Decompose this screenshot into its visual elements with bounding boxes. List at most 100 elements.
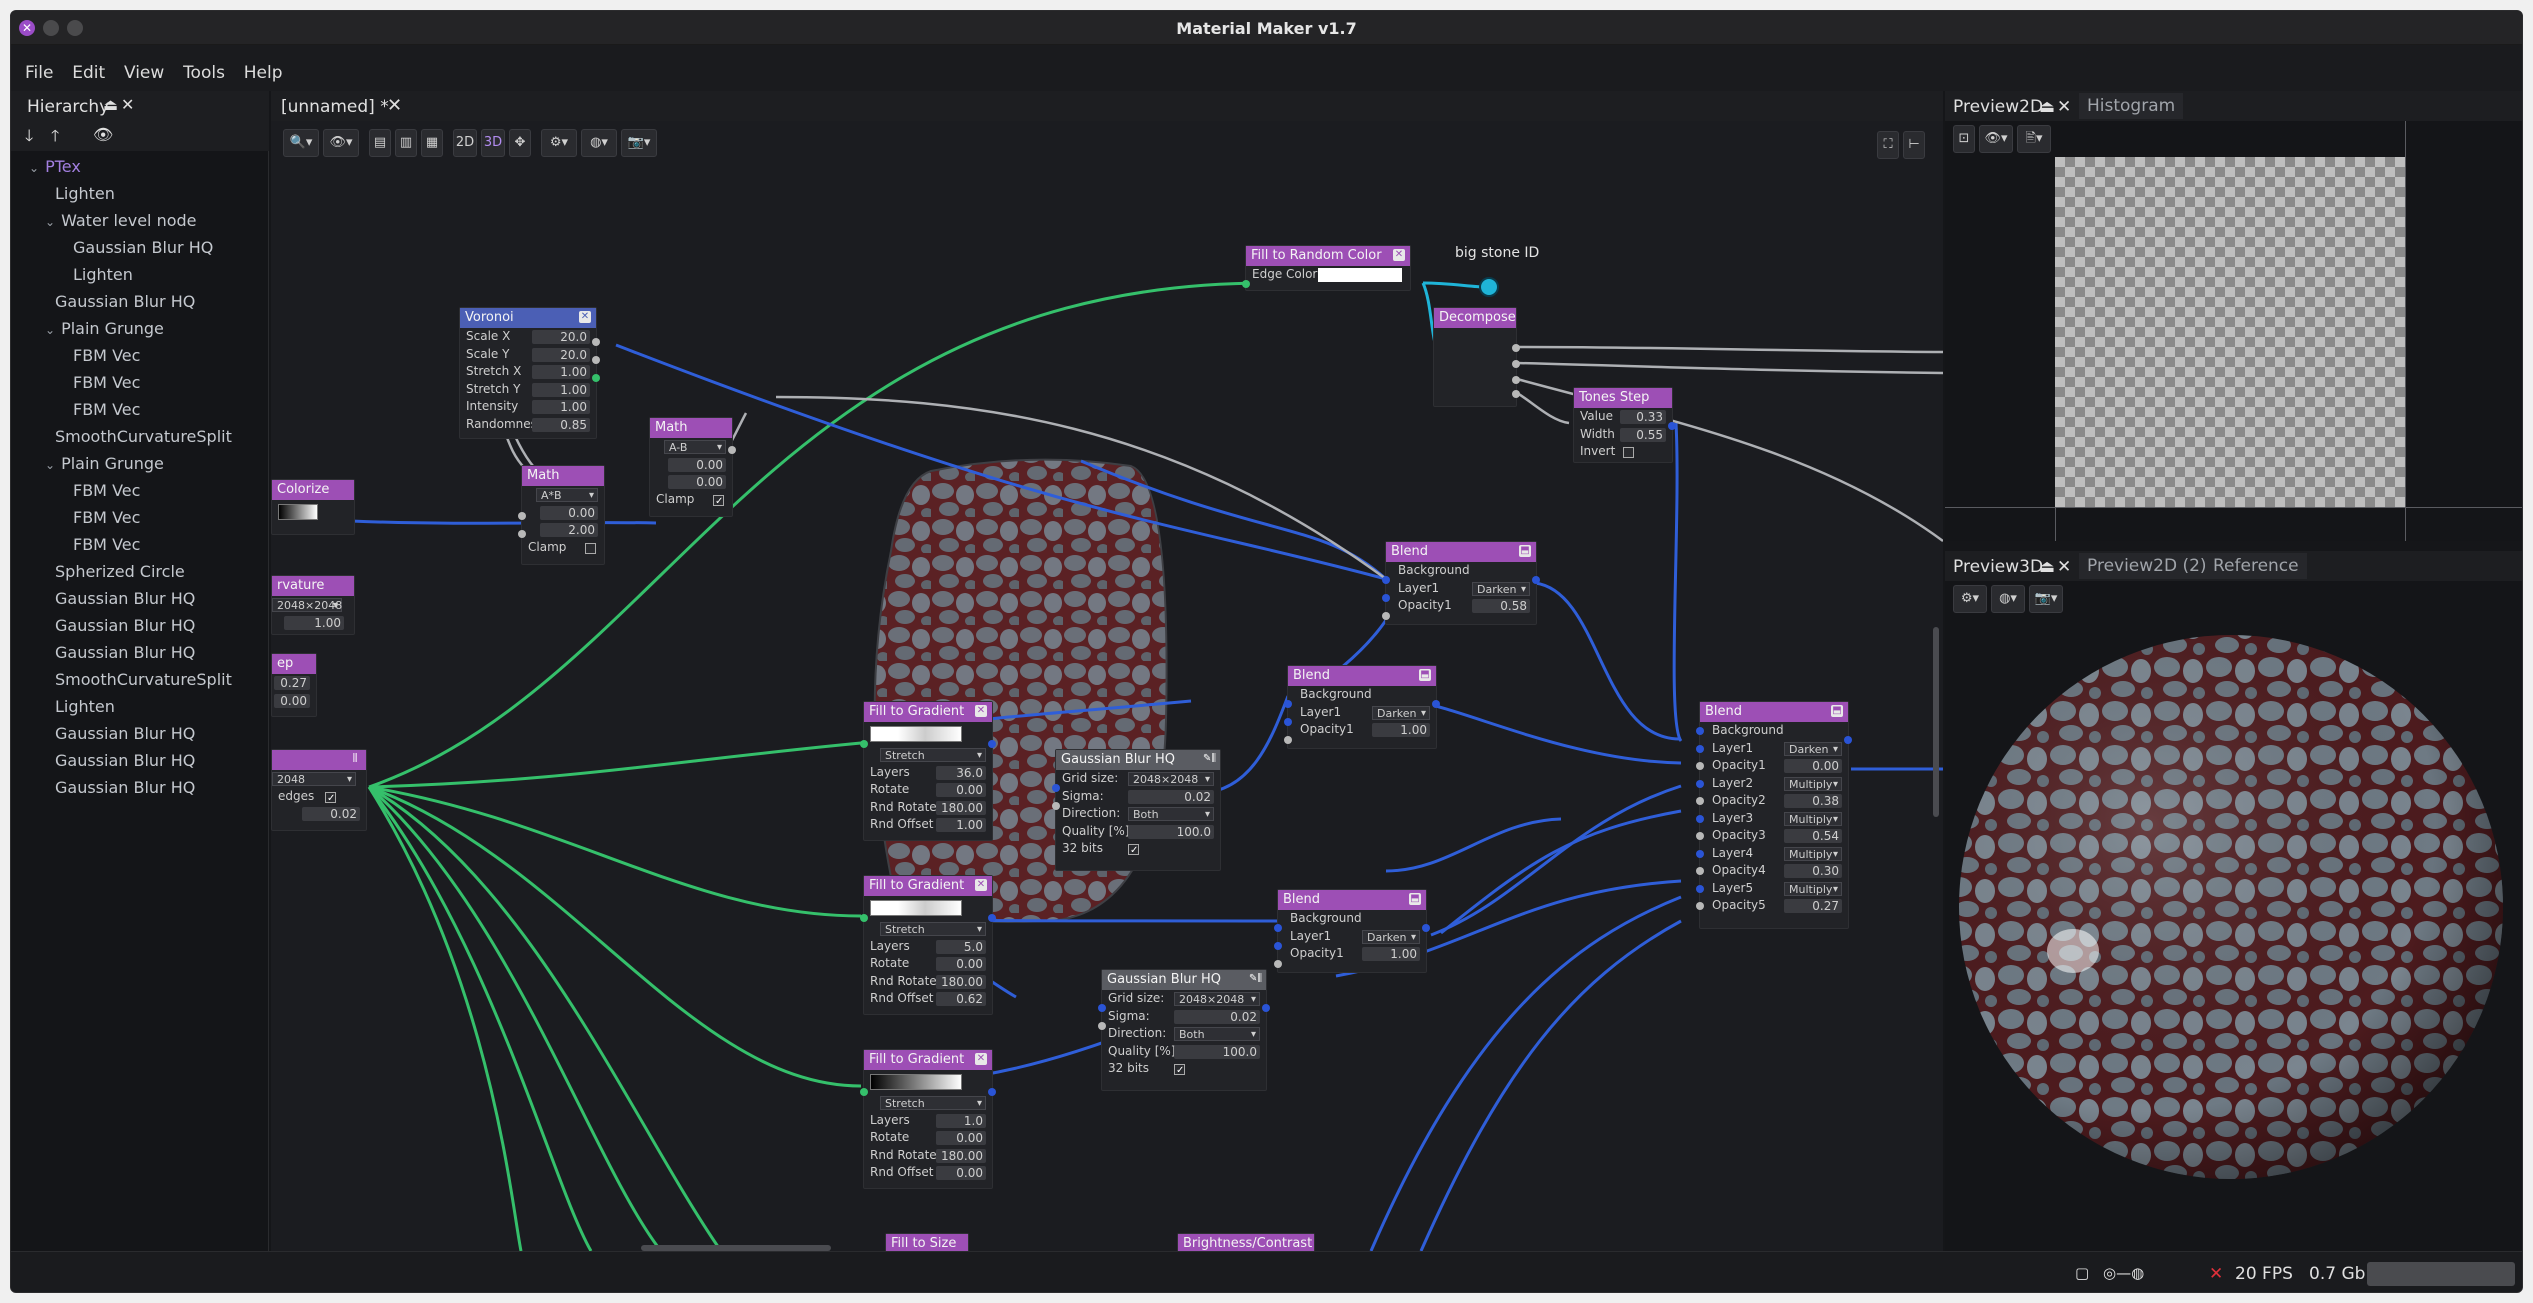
- fill-grad2-layers[interactable]: 5.0: [936, 939, 986, 954]
- tree-item[interactable]: FBM Vec: [73, 373, 140, 392]
- blend2-mode-select[interactable]: Darken: [1372, 705, 1430, 721]
- gaussian-blur-node-2[interactable]: Gaussian Blur HQ✎⫼ Grid size:2048×2048 S…: [1098, 969, 1270, 1091]
- colorize-node[interactable]: Colorize: [271, 479, 355, 535]
- chevron-down-icon[interactable]: ⌄: [45, 323, 56, 337]
- tab-reference[interactable]: Reference: [2205, 553, 2307, 579]
- tree-item[interactable]: Gaussian Blur HQ: [55, 616, 195, 635]
- edge-color-swatch[interactable]: [1318, 268, 1402, 282]
- curvature-node[interactable]: rvature 2048×2048 1.00: [271, 575, 355, 635]
- intensity-value[interactable]: 1.00: [532, 400, 590, 414]
- fill-grad1-gradient[interactable]: [870, 726, 962, 742]
- blur2-quality[interactable]: 100.0: [1174, 1044, 1260, 1059]
- blur2-sigma[interactable]: 0.02: [1174, 1009, 1260, 1024]
- partial-node[interactable]: ⫼ 2048 edges 0.02: [271, 749, 367, 831]
- mode-2d-button[interactable]: 2D: [453, 129, 477, 157]
- camera-icon[interactable]: 📷▾: [621, 129, 657, 157]
- tab-histogram[interactable]: Histogram: [2079, 93, 2184, 119]
- tree-item[interactable]: ⌄Water level node: [45, 211, 197, 230]
- move-icon[interactable]: ✥: [509, 129, 531, 157]
- input-port[interactable]: [1696, 814, 1704, 823]
- chevron-down-icon[interactable]: ⌄: [45, 458, 56, 472]
- zoom-icon[interactable]: 🔍▾: [283, 129, 319, 157]
- fill-grad3-rnd-rotate[interactable]: 180.00: [936, 1148, 986, 1163]
- menu-tools[interactable]: Tools: [183, 63, 225, 83]
- math2-clamp-checkbox[interactable]: [713, 493, 724, 510]
- blend1-opacity[interactable]: 0.58: [1472, 599, 1530, 613]
- input-port[interactable]: [1696, 762, 1704, 770]
- scale-x-value[interactable]: 20.0: [532, 330, 590, 344]
- environment-icon[interactable]: ◍▾: [1991, 585, 2025, 613]
- input-port[interactable]: [1696, 779, 1704, 788]
- tones-width[interactable]: 0.55: [1620, 427, 1666, 442]
- blend3-opacity[interactable]: 1.00: [1362, 947, 1420, 961]
- blend3-mode-select[interactable]: Darken: [1362, 929, 1420, 945]
- eject-icon[interactable]: ⏏: [103, 95, 119, 114]
- curvature-size-select[interactable]: 2048×2048: [272, 598, 342, 613]
- input-port[interactable]: [1696, 744, 1704, 753]
- minimize-window-icon[interactable]: [43, 20, 59, 36]
- eject-icon[interactable]: ⏏: [2039, 97, 2056, 117]
- close-tab-icon[interactable]: ✕: [387, 95, 403, 116]
- tree-item[interactable]: SmoothCurvatureSplit: [55, 670, 232, 689]
- fill-grad2-gradient[interactable]: [870, 900, 962, 916]
- blur1-32bits-checkbox[interactable]: [1128, 842, 1139, 860]
- gaussian-blur-node-1[interactable]: Gaussian Blur HQ✎⫼ Grid size:2048×2048 S…: [1052, 749, 1221, 871]
- math-node-1[interactable]: Math A*B 0.00 2.00 Clamp: [518, 465, 605, 565]
- tree-item[interactable]: Gaussian Blur HQ: [55, 724, 195, 743]
- step-b-value[interactable]: 0.00: [274, 693, 310, 708]
- node-graph[interactable]: 🔍▾ 👁▾ ▤ ▥ ▦ 2D 3D ✥ ⚙▾ ◍▾ 📷▾ ⛶ ⊢ Coloriz…: [271, 121, 1943, 1251]
- fill-grad3-mode[interactable]: Stretch: [880, 1096, 986, 1111]
- step-node[interactable]: ep 0.27 0.00: [271, 653, 317, 717]
- blend-opacity-value[interactable]: 0.38: [1784, 794, 1842, 808]
- blur2-direction-select[interactable]: Both: [1174, 1027, 1260, 1042]
- error-icon[interactable]: ✕: [2209, 1264, 2224, 1284]
- eye-icon[interactable]: 👁: [93, 125, 114, 144]
- tree-item[interactable]: Lighten: [55, 184, 115, 203]
- blur1-direction-select[interactable]: Both: [1128, 807, 1214, 822]
- vertical-scrollbar[interactable]: [1933, 627, 1939, 817]
- tab-preview2d-2[interactable]: Preview2D (2): [2079, 553, 2215, 579]
- maximize-window-icon[interactable]: [67, 20, 83, 36]
- chevron-down-icon[interactable]: ⌄: [45, 215, 56, 229]
- partial-size-select[interactable]: 2048: [272, 772, 356, 787]
- menu-edit[interactable]: Edit: [72, 63, 106, 83]
- fill-grad2-rnd-rotate[interactable]: 180.00: [936, 974, 986, 989]
- input-port[interactable]: [1696, 884, 1704, 893]
- tree-item[interactable]: FBM Vec: [73, 400, 140, 419]
- fill-grad2-rotate[interactable]: 0.00: [936, 957, 986, 971]
- fit-icon[interactable]: ⊡: [1953, 125, 1975, 153]
- blur2-32bits-checkbox[interactable]: [1174, 1062, 1185, 1080]
- blend-opacity-value[interactable]: 0.30: [1784, 864, 1842, 878]
- close-panel-icon[interactable]: ✕: [121, 95, 135, 114]
- eject-icon[interactable]: ⏏: [2039, 557, 2056, 577]
- model-icon[interactable]: ⚙▾: [1953, 585, 1987, 613]
- tree-item[interactable]: Gaussian Blur HQ: [55, 589, 195, 608]
- fill-grad2-mode[interactable]: Stretch: [880, 922, 986, 937]
- blend-mode-select[interactable]: Multiply: [1784, 776, 1842, 792]
- blend-mode-select[interactable]: Multiply: [1784, 811, 1842, 827]
- preview3d-panel[interactable]: ⚙▾ ◍▾ 📷▾: [1945, 581, 2522, 1251]
- preview2d-panel[interactable]: ⊡ 👁▾ 🖹▾: [1945, 121, 2522, 541]
- view-icon[interactable]: 👁▾: [1979, 125, 2013, 153]
- fill-grad1-rotate[interactable]: 0.00: [936, 783, 986, 797]
- window-icon[interactable]: ▢: [2075, 1264, 2090, 1282]
- stretch-x-value[interactable]: 1.00: [532, 365, 590, 379]
- fill-grad1-mode[interactable]: Stretch: [880, 748, 986, 763]
- close-panel-icon[interactable]: ✕: [2057, 97, 2072, 117]
- tree-item[interactable]: FBM Vec: [73, 346, 140, 365]
- render-icon[interactable]: ◎—◍: [2103, 1264, 2145, 1282]
- layout-icon[interactable]: ⊢: [1903, 131, 1925, 159]
- fill-grad1-rnd-offset[interactable]: 1.00: [936, 818, 986, 832]
- blend2-opacity[interactable]: 1.00: [1372, 723, 1430, 737]
- input-port[interactable]: [1696, 727, 1704, 735]
- tree-item[interactable]: Gaussian Blur HQ: [55, 292, 195, 311]
- fill-grad1-layers[interactable]: 36.0: [936, 765, 986, 780]
- blend-opacity-value[interactable]: 0.27: [1784, 899, 1842, 913]
- edges-checkbox[interactable]: [325, 790, 336, 807]
- tree-item[interactable]: ⌄Plain Grunge: [45, 319, 164, 338]
